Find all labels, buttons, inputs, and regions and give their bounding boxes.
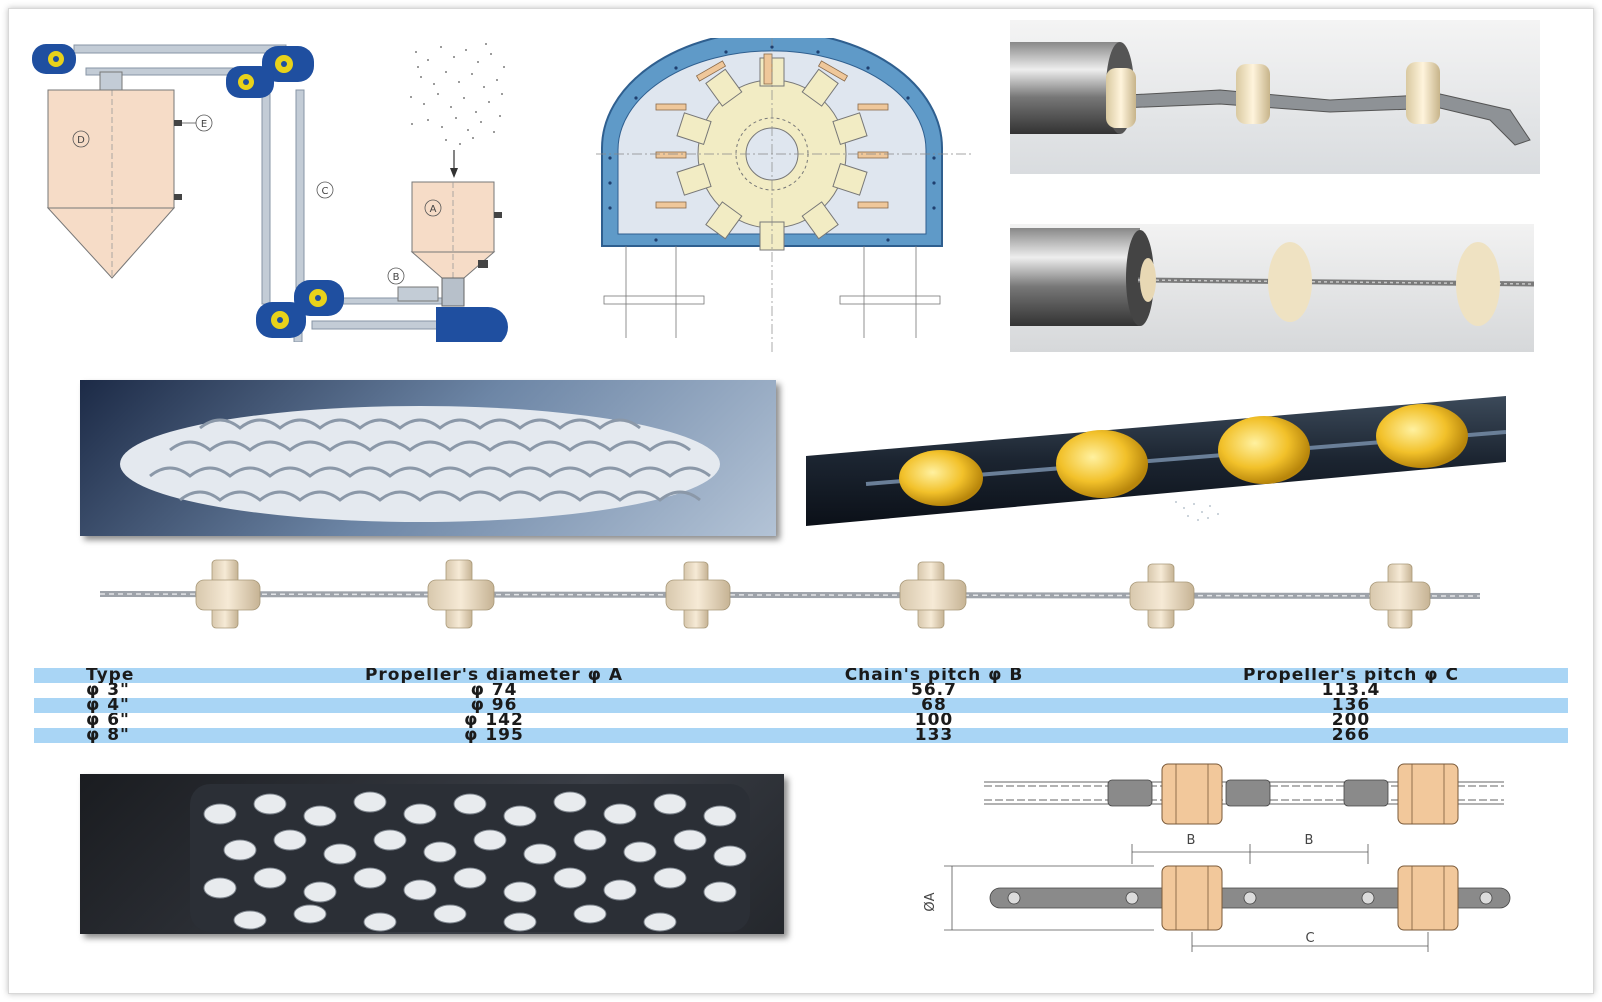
table-cell: 136 <box>1331 698 1371 713</box>
disc-pile-photo <box>80 380 776 536</box>
cable-photo-svg <box>1010 228 1534 326</box>
table-cell: 56.7 <box>911 683 957 698</box>
table-cell: φ 6" <box>86 713 130 728</box>
table-cell: φ 8" <box>86 728 130 743</box>
sprocket-diagram-svg <box>596 38 972 354</box>
cable-disc-strip <box>100 556 1480 636</box>
label-e: E <box>201 119 207 130</box>
table-cell: φ 4" <box>86 698 130 713</box>
label-d: D <box>77 135 85 146</box>
table-row: φ 3" φ 74 56.7 113.4 <box>34 683 1568 698</box>
table-cell: 200 <box>1331 713 1371 728</box>
dust-cloud <box>410 43 505 145</box>
table-cell: 113.4 <box>1321 683 1381 698</box>
label-c: C <box>322 186 329 197</box>
label-pitch-c: C <box>1305 931 1314 946</box>
table-cell: φ 3" <box>86 683 130 698</box>
table-cell: φ 96 <box>470 698 518 713</box>
label-pitch-b: B <box>1187 833 1196 848</box>
label-diameter-a: ØA <box>923 892 938 911</box>
disc-pile-dark-svg <box>190 784 750 932</box>
column-header: Type <box>86 668 135 683</box>
chain-photo-svg <box>1010 42 1531 146</box>
tube-cutaway-svg <box>806 396 1506 526</box>
tube-cutaway-illustration <box>806 392 1506 532</box>
column-header: Chain's pitch φ B <box>844 668 1024 683</box>
table-cell: φ 195 <box>464 728 524 743</box>
table-cell: φ 142 <box>464 713 524 728</box>
conveyor-flow-diagram: D E C A B <box>26 32 526 342</box>
chain-disc-photo <box>1010 20 1540 174</box>
column-header: Propeller's pitch φ C <box>1243 668 1459 683</box>
dimension-drawing-svg: B B ØA C <box>923 763 1511 952</box>
table-row: φ 6" φ 142 100 200 <box>34 713 1568 728</box>
table-cell: 100 <box>914 713 954 728</box>
table-cell: 68 <box>921 698 947 713</box>
label-b: B <box>393 272 400 283</box>
table-row: φ 4" φ 96 68 136 <box>34 698 1568 713</box>
spec-table: Type Propeller's diameter φ A Chain's pi… <box>34 668 1568 743</box>
sprocket-housing-diagram <box>596 38 972 354</box>
cable-discs-svg <box>100 559 1480 629</box>
table-cell: φ 74 <box>470 683 518 698</box>
disc-pile-photo-svg <box>120 406 720 522</box>
column-header: Propeller's diameter φ A <box>364 668 624 683</box>
chain-dimension-drawing: B B ØA C <box>904 756 1528 964</box>
elbow-icon <box>32 44 508 342</box>
table-cell: 266 <box>1331 728 1371 743</box>
label-a: A <box>430 204 437 215</box>
table-header-row: Type Propeller's diameter φ A Chain's pi… <box>34 668 1568 683</box>
table-row: φ 8" φ 195 133 266 <box>34 728 1568 743</box>
disc-pile-dark-photo <box>80 774 784 934</box>
flow-diagram-svg: D E C A B <box>32 43 508 342</box>
cable-disc-photo <box>1010 224 1534 352</box>
label-pitch-b: B <box>1305 833 1314 848</box>
table-cell: 133 <box>914 728 954 743</box>
